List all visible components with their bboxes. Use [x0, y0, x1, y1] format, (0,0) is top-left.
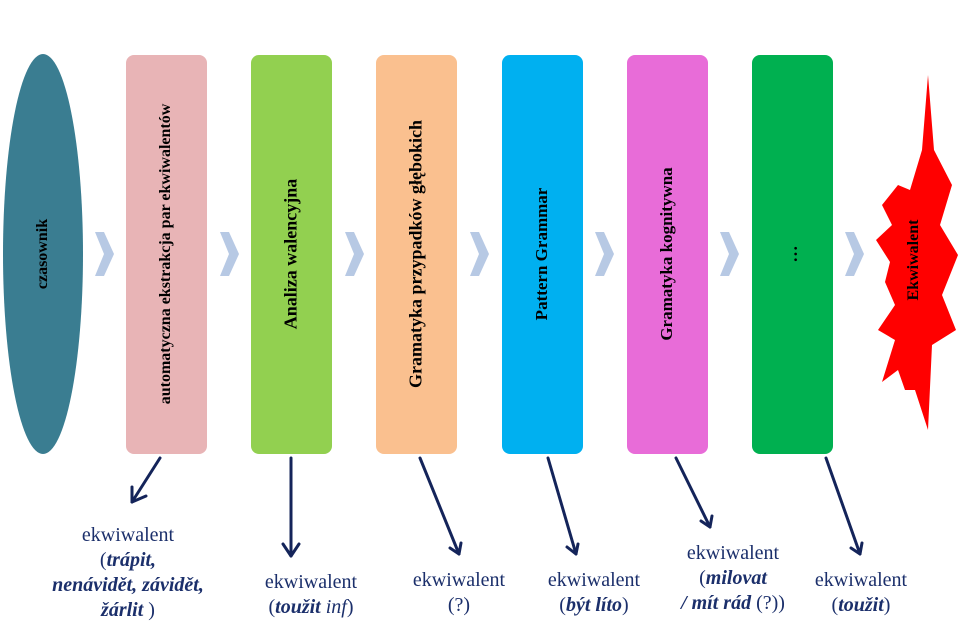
stage-box-pattern-grammar	[502, 55, 583, 454]
caption-valency: ekwiwalent (toužit inf)	[265, 570, 357, 620]
caption-line: (být líto)	[559, 594, 629, 616]
stage-label-text: Gramatyka przypadków głębokich	[405, 119, 426, 389]
caption-word: ekwiwalent	[412, 569, 506, 591]
start-ellipse	[3, 54, 83, 454]
caption-word: ekwiwalent	[547, 569, 641, 591]
chevron-right-icon	[595, 232, 614, 276]
stage-label-text: Pattern Grammar	[532, 187, 551, 321]
caption-line: (trápit,	[99, 549, 157, 571]
caption-word: ekwiwalent	[814, 569, 908, 591]
caption-extraction: ekwiwalent (trápit, nenávidět, závidět, …	[52, 523, 204, 623]
stage-box-ellipsis	[752, 55, 833, 454]
stage-box-case-grammar	[376, 55, 457, 454]
stage-box-cognitive-grammar	[627, 55, 708, 454]
chevron-right-icon	[470, 232, 489, 276]
arrow-icon	[130, 456, 162, 504]
caption-case-grammar: ekwiwalent (?)	[413, 568, 505, 618]
arrow-icon	[674, 456, 714, 529]
caption-line: žárlit )	[101, 599, 155, 621]
end-label-text: Ekwiwalent	[905, 219, 922, 301]
stage-box-valency	[251, 55, 332, 454]
caption-cognitive-grammar: ekwiwalent (milovat / mít rád (?))	[681, 541, 785, 616]
stage-label-text: Gramatyka kognitywna	[657, 167, 676, 341]
arrow-icon	[418, 456, 463, 556]
stage-label-text: …	[782, 245, 801, 263]
caption-word: ekwiwalent	[686, 542, 780, 564]
caption-line: / mít rád (?))	[681, 592, 785, 614]
stage-label-text: automatyczna ekstrakcja par ekwiwalentów	[157, 103, 174, 405]
stage-label-text: Analiza walencyjna	[280, 178, 301, 330]
chevron-right-icon	[220, 232, 239, 276]
caption-line: (toužit inf)	[268, 596, 354, 618]
caption-line: (milovat	[699, 567, 767, 589]
chevron-right-icon	[345, 232, 364, 276]
stage-box-extraction	[126, 55, 207, 454]
chevron-right-icon	[720, 232, 739, 276]
caption-line: nenávidět, závidět,	[52, 574, 204, 596]
chevron-right-icon	[95, 232, 114, 276]
caption-word: ekwiwalent	[264, 571, 358, 593]
caption-line: (toužit)	[831, 594, 891, 616]
start-label-text: czasownik	[34, 218, 51, 290]
chevron-right-icon	[845, 232, 864, 276]
arrow-icon	[546, 456, 580, 556]
caption-ellipsis: ekwiwalent (toužit)	[815, 568, 907, 618]
arrow-icon	[281, 456, 301, 558]
caption-line: (?)	[447, 594, 471, 616]
end-burst	[876, 75, 958, 430]
arrow-icon	[824, 456, 864, 556]
caption-word: ekwiwalent	[81, 524, 175, 546]
caption-pattern-grammar: ekwiwalent (být líto)	[548, 568, 640, 618]
